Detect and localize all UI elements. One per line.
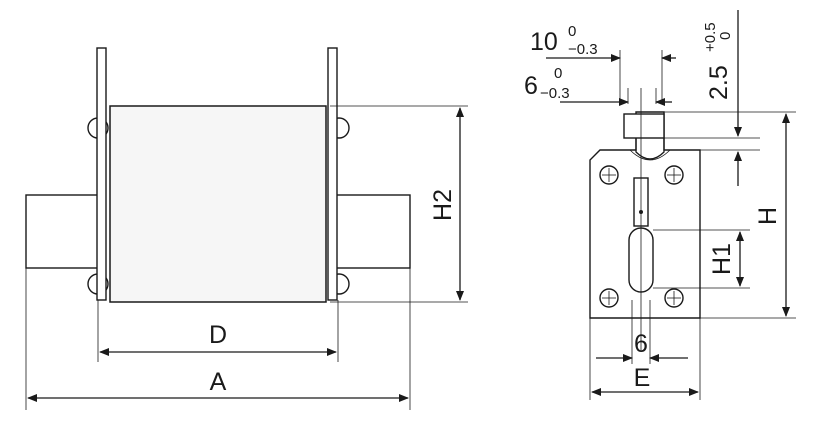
- dim-6-value: 6: [524, 72, 538, 100]
- dim-2-5-lower-tol: 0: [717, 32, 734, 40]
- dim-10-upper-tol: 0: [568, 23, 576, 40]
- dim-6-lower-tol: −0.3: [540, 85, 570, 102]
- dim-10-value: 10: [530, 28, 558, 56]
- h1-label: H1: [708, 243, 736, 275]
- left-blade-contact: [25, 194, 105, 269]
- front-view: 10 0 −0.3 6 0 −0.3 2.5 +0.5 0 H H1 6 E: [524, 10, 796, 400]
- dim-10-lower-tol: −0.3: [568, 41, 598, 58]
- d-label: D: [209, 321, 227, 349]
- right-blade-contact: [334, 194, 411, 269]
- mount-hole-top-left: [599, 165, 619, 185]
- a-label: A: [210, 368, 227, 396]
- e-label: E: [634, 364, 651, 392]
- h-label: H: [754, 207, 782, 225]
- right-lug-plate: [327, 47, 338, 301]
- top-tab: [623, 113, 665, 139]
- mount-hole-bottom-left: [599, 288, 619, 308]
- mount-hole-bottom-right: [664, 288, 684, 308]
- dim-2-5-value: 2.5: [705, 65, 733, 100]
- dim-6-bottom-label: 6: [634, 330, 648, 358]
- fuse-body: [109, 105, 327, 303]
- side-view: H2 D A: [25, 47, 468, 410]
- dim-6-upper-tol: 0: [554, 65, 562, 82]
- left-lug-plate: [96, 47, 107, 301]
- h2-label: H2: [429, 189, 457, 221]
- dim-2-5-upper-tol: +0.5: [702, 22, 719, 52]
- mount-hole-top-right: [664, 165, 684, 185]
